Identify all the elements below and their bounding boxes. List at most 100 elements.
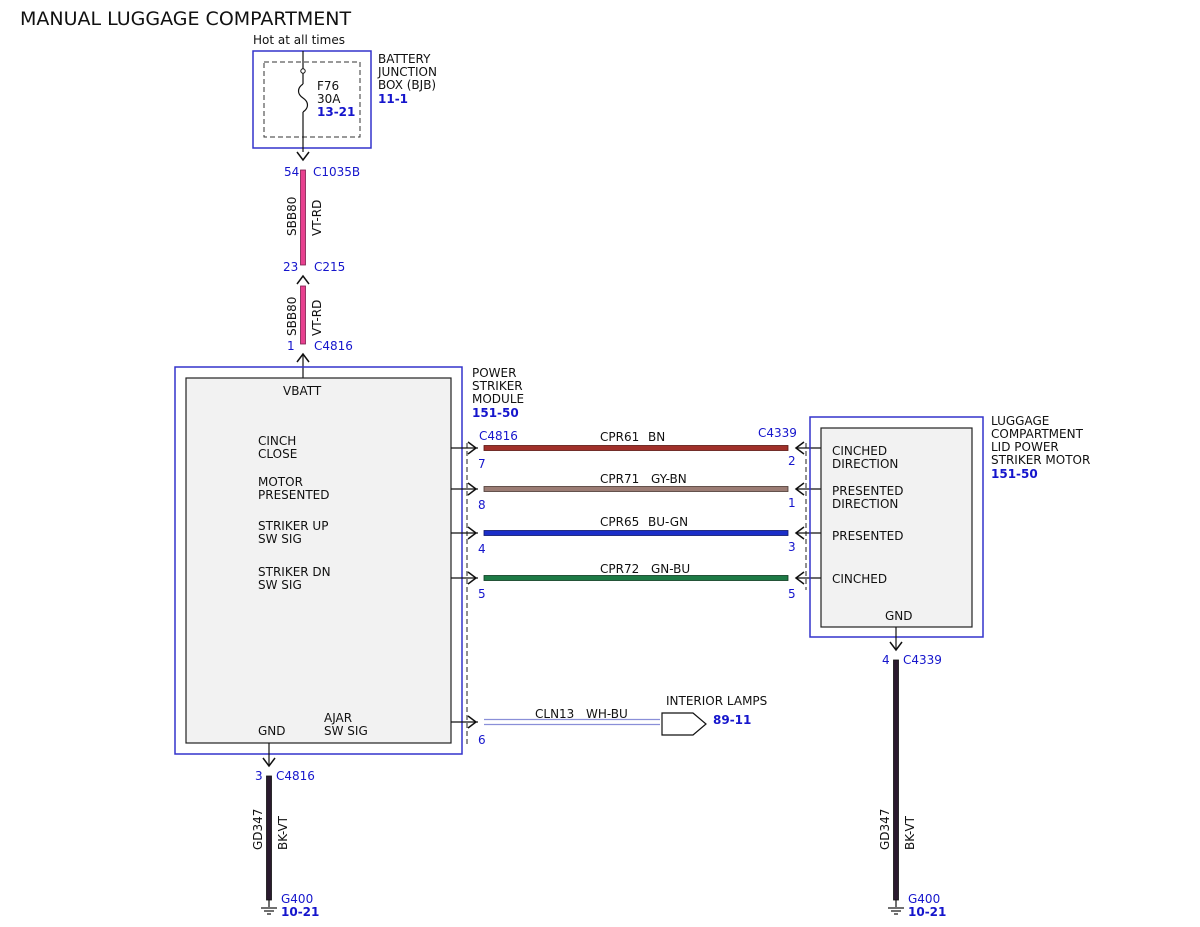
connector-c4339-gnd-symbol: [889, 641, 903, 652]
wire-cpr61-right-pin: 2: [788, 454, 796, 468]
psm-pin-dn-1: STRIKER DN: [258, 565, 331, 579]
bjb-name-3: BOX (BJB): [378, 78, 436, 92]
psm-pin-cinch-1: CINCH: [258, 434, 296, 448]
psm-name-2: STRIKER: [472, 379, 523, 393]
ground-icon: [888, 907, 904, 915]
psm-vbatt: VBATT: [283, 384, 322, 398]
left-ground-id: G400: [281, 892, 313, 906]
motor-ref[interactable]: 151-50: [991, 467, 1038, 481]
page-reference-arrow-icon[interactable]: [661, 712, 707, 736]
wire-cpr71[interactable]: [483, 486, 789, 492]
seg2-color: VT-RD: [310, 300, 324, 336]
wire-cpr61-color: BN: [648, 430, 665, 444]
fuse-icon: [297, 83, 309, 113]
motor-body: [820, 427, 973, 628]
interior-lamps-circuit: CLN13 WH-BU 6 INTERIOR LAMPS 89-11: [451, 694, 767, 747]
motor-name-3: LID POWER: [991, 440, 1059, 454]
motor-name-1: LUGGAGE: [991, 414, 1049, 428]
wire-cpr61-circuit: CPR61: [600, 430, 639, 444]
wire-cpr61[interactable]: [483, 445, 789, 451]
motor-pin-presented: PRESENTED: [832, 529, 903, 543]
connector-c1035b-symbol: [296, 151, 310, 162]
left-ground-pin: 3: [255, 769, 263, 783]
hot-at-all-times-label: Hot at all times: [253, 33, 345, 47]
psm-pin-motor-1: MOTOR: [258, 475, 303, 489]
bjb-outline: [252, 50, 372, 149]
connector-c215-symbol: [296, 274, 310, 285]
left-ground-color-label: BK-VT: [276, 815, 290, 850]
motor-pin-cinched-dir-2: DIRECTION: [832, 457, 898, 471]
interior-lamps-name: INTERIOR LAMPS: [666, 694, 767, 708]
motor-pin-cinched-dir-1: CINCHED: [832, 444, 887, 458]
striker-harness: C4816 C4339 CPR61 BN 7 2 CPR71 GY-BN 8 1…: [451, 426, 821, 745]
wire-cpr72-right-pin: 5: [788, 587, 796, 601]
wire-cpr71-circuit: CPR71: [600, 472, 639, 486]
psm-gnd: GND: [258, 724, 286, 738]
harness-right-connector: C4339: [758, 426, 797, 440]
connector-pin-symbol: [467, 482, 478, 496]
fuse-name: F76: [317, 79, 339, 93]
wire-cpr71-right-pin: 1: [788, 496, 796, 510]
psm-pin-cinch-2: CLOSE: [258, 447, 297, 461]
c1035b-pin: 54: [284, 165, 299, 179]
wire-cpr65-left-pin: 4: [478, 542, 486, 556]
psm-outline: [174, 366, 463, 755]
wire-cpr72-left-pin: 5: [478, 587, 486, 601]
psm-ajar-1: AJAR: [324, 711, 352, 725]
right-ground-circuit: 4 C4339 GD347 BK-VT G400 10-21: [878, 627, 946, 919]
ground-icon: [261, 907, 277, 915]
motor-name-4: STRIKER MOTOR: [991, 453, 1090, 467]
wire-cpr71-color: GY-BN: [651, 472, 687, 486]
right-ground-circuit-label: GD347: [878, 809, 892, 850]
motor-pin-cinched: CINCHED: [832, 572, 887, 586]
right-ground-color-label: BK-VT: [903, 815, 917, 850]
right-ground-pin: 4: [882, 653, 890, 667]
psm-name-3: MODULE: [472, 392, 524, 406]
seg2-circuit: SBB80: [285, 297, 299, 336]
wire-cpr65-color: BU-GN: [648, 515, 688, 529]
c4816-feed-label: C4816: [314, 339, 353, 353]
wire-gd347-right[interactable]: [893, 659, 899, 901]
wire-sbb80-seg1[interactable]: [300, 169, 306, 266]
connector-pin-symbol: [467, 441, 478, 455]
bjb-ref[interactable]: 11-1: [378, 92, 408, 106]
diagram-title: MANUAL LUGGAGE COMPARTMENT: [20, 8, 351, 30]
psm-body: [185, 377, 452, 744]
right-ground-id: G400: [908, 892, 940, 906]
wire-cln13-circuit: CLN13: [535, 707, 574, 721]
wire-cpr65[interactable]: [483, 530, 789, 536]
wire-gd347-left[interactable]: [266, 775, 272, 901]
right-ground-connector: C4339: [903, 653, 942, 667]
motor-pin-presented-dir-2: DIRECTION: [832, 497, 898, 511]
battery-junction-box: Hot at all times F76 30A 13-21 BATTERY J…: [252, 33, 437, 152]
left-ground-ref[interactable]: 10-21: [281, 905, 319, 919]
fuse-rating: 30A: [317, 92, 341, 106]
psm-ref[interactable]: 151-50: [472, 406, 519, 420]
wire-cpr65-right-pin: 3: [788, 540, 796, 554]
left-ground-connector: C4816: [276, 769, 315, 783]
psm-pin-dn-2: SW SIG: [258, 578, 302, 592]
wire-cln13-pin: 6: [478, 733, 486, 747]
psm-name-1: POWER: [472, 366, 516, 380]
fuse-ref[interactable]: 13-21: [317, 105, 355, 119]
left-ground-circuit: 3 C4816 GD347 BK-VT G400 10-21: [251, 743, 319, 919]
wire-cpr72-circuit: CPR72: [600, 562, 639, 576]
motor-name-2: COMPARTMENT: [991, 427, 1084, 441]
motor-pin-presented-dir-1: PRESENTED: [832, 484, 903, 498]
wire-cpr72[interactable]: [483, 575, 789, 581]
wire-sbb80-seg2[interactable]: [300, 285, 306, 345]
psm-ajar-2: SW SIG: [324, 724, 368, 738]
interior-lamps-ref[interactable]: 89-11: [713, 713, 751, 727]
right-ground-ref[interactable]: 10-21: [908, 905, 946, 919]
seg1-circuit: SBB80: [285, 197, 299, 236]
wire-cpr65-circuit: CPR65: [600, 515, 639, 529]
c215-label: C215: [314, 260, 345, 274]
striker-motor: CINCHED DIRECTION PRESENTED DIRECTION PR…: [809, 414, 1090, 638]
power-striker-module: VBATT CINCH CLOSE MOTOR PRESENTED STRIKE…: [174, 366, 524, 755]
wire-cpr71-left-pin: 8: [478, 498, 486, 512]
psm-pin-up-2: SW SIG: [258, 532, 302, 546]
wire-cpr72-color: GN-BU: [651, 562, 690, 576]
bjb-inner-dashed: [263, 61, 361, 138]
feed-wire-sbb80: 54 C1035B SBB80 VT-RD 23 C215 SBB80 VT-R…: [283, 151, 360, 378]
